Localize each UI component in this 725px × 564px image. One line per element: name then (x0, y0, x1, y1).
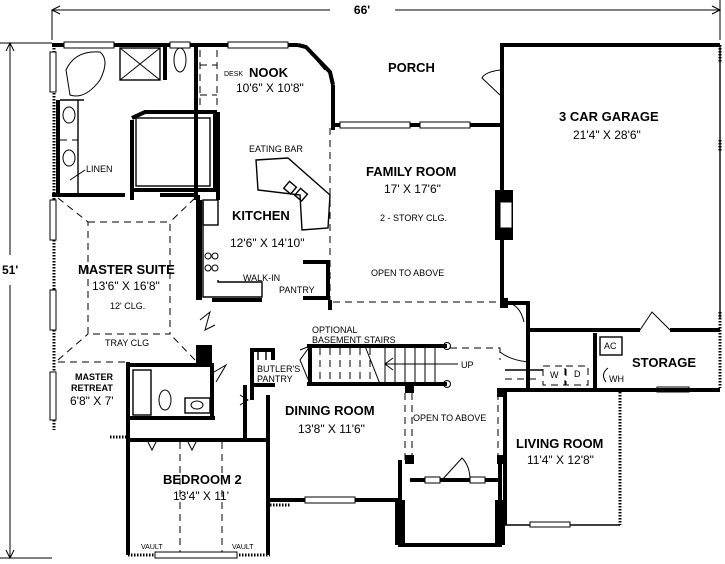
kitchen-size: 12'6" X 14'10" (230, 236, 305, 250)
vault-right-label: VAULT (232, 544, 254, 551)
pantry-label: PANTRY (279, 285, 315, 295)
family-room-size: 17' X 17'6" (384, 182, 441, 196)
storage-title: STORAGE (632, 355, 696, 370)
washer-label: W (550, 370, 559, 380)
master-suite: MASTER SUITE 13'6" X 16'8" 12' CLG. TRAY… (57, 195, 216, 363)
vault-left-label: VAULT (141, 544, 163, 551)
porch-title: PORCH (388, 60, 435, 75)
master-suite-title: MASTER SUITE (78, 262, 175, 277)
bath-2 (128, 363, 228, 420)
family-room-open: OPEN TO ABOVE (371, 268, 444, 278)
dining-room: DINING ROOM 13'8" X 11'6" (285, 384, 414, 436)
depth-dimension: 51' (0, 41, 52, 560)
overall-width-label: 66' (354, 3, 370, 17)
laundry-storage: W D AC WH STORAGE (499, 301, 720, 392)
master-suite-ceiling: 12' CLG. (110, 301, 145, 311)
family-room-title: FAMILY ROOM (366, 164, 456, 179)
master-bath: LINEN (52, 45, 217, 200)
stairs-line2: BASEMENT STAIRS (312, 335, 396, 345)
master-retreat-line1: MASTER (75, 372, 114, 382)
stairs-up-label: UP (461, 360, 474, 370)
garage: 3 CAR GARAGE 21'4" X 28'6" (559, 109, 659, 142)
eating-bar-label: EATING BAR (249, 144, 303, 154)
nook-title: NOOK (249, 65, 289, 80)
butlers-pantry: BUTLER'S PANTRY (239, 348, 300, 440)
linen-label: LINEN (86, 164, 113, 174)
bedroom-2: BEDROOM 2 13'4" X 11' VAULT VAULT (128, 438, 268, 552)
living-room: LIVING ROOM 11'4" X 12'8" (516, 436, 603, 467)
foyer-open-label: OPEN TO ABOVE (413, 413, 486, 423)
master-suite-size: 13'6" X 16'8" (92, 279, 160, 293)
living-room-title: LIVING ROOM (516, 436, 603, 451)
living-room-size: 11'4" X 12'8" (527, 453, 594, 467)
master-retreat-size: 6'8" X 7' (70, 394, 114, 408)
family-room: FAMILY ROOM 17' X 17'6" 2 - STORY CLG. O… (329, 128, 513, 305)
bedroom-2-size: 13'4" X 11' (173, 489, 229, 503)
width-dimension: 66' (50, 0, 722, 40)
basement-stairs: OPTIONAL BASEMENT STAIRS UP (299, 325, 501, 388)
ac-label: AC (604, 341, 617, 351)
wh-label: WH (609, 374, 624, 384)
overall-depth-label: 51' (2, 263, 18, 277)
butlers-pantry-line1: BUTLER'S (257, 364, 300, 374)
foyer: OPEN TO ABOVE (404, 388, 506, 484)
bedroom-2-title: BEDROOM 2 (163, 472, 242, 487)
garage-title: 3 CAR GARAGE (559, 109, 659, 124)
dining-room-size: 13'8" X 11'6" (298, 422, 365, 436)
garage-size: 21'4" X 28'6" (573, 128, 641, 142)
stairs-line1: OPTIONAL (312, 325, 358, 335)
butlers-pantry-line2: PANTRY (257, 374, 293, 384)
dryer-label: D (574, 369, 581, 379)
master-retreat: MASTER RETREAT 6'8" X 7' (70, 362, 130, 440)
kitchen-title: KITCHEN (232, 208, 290, 223)
desk-label: DESK (224, 71, 243, 78)
nook-size: 10'6" X 10'8" (236, 81, 304, 95)
master-retreat-line2: RETREAT (71, 383, 113, 393)
nook-area: DESK NOOK 10'6" X 10'8" (199, 50, 304, 200)
central-hall (212, 298, 525, 323)
family-room-ceiling: 2 - STORY CLG. (380, 213, 447, 223)
tray-ceiling-label: TRAY CLG (105, 338, 149, 348)
dining-room-title: DINING ROOM (285, 403, 375, 418)
walk-in-label: WALK-IN (243, 273, 280, 283)
porch: PORCH (333, 60, 502, 129)
